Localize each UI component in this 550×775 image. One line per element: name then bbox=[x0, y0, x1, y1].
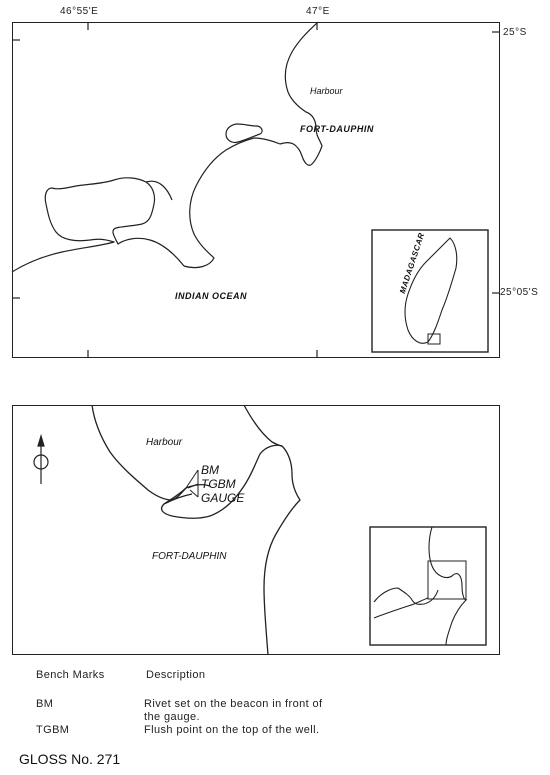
bottom-inset-frame bbox=[369, 526, 487, 646]
tgbm-label: TGBM bbox=[201, 477, 236, 491]
top-town-label: FORT-DAUPHIN bbox=[300, 124, 374, 134]
madagascar-location-box bbox=[427, 333, 441, 345]
table-row-description-cont: the gauge. bbox=[144, 711, 200, 723]
table-row-mark: BM bbox=[36, 698, 54, 710]
gauge-label: GAUGE bbox=[201, 491, 245, 505]
latitude-label-bottom: 25°05'S bbox=[500, 287, 539, 298]
longitude-label-right: 47°E bbox=[306, 6, 330, 17]
bottom-map-frame bbox=[12, 405, 500, 655]
table-row-description: Rivet set on the beacon in front of bbox=[144, 698, 323, 710]
ocean-label: INDIAN OCEAN bbox=[175, 291, 248, 301]
top-inset-frame bbox=[371, 229, 489, 353]
madagascar-outline bbox=[404, 237, 458, 344]
top-map-ticks bbox=[12, 22, 500, 358]
bottom-harbour-label: Harbour bbox=[146, 437, 183, 448]
top-map-frame bbox=[12, 22, 500, 358]
bottom-town-label: FORT-DAUPHIN bbox=[152, 551, 227, 562]
north-arrow-icon bbox=[33, 433, 49, 484]
table-header-description: Description bbox=[146, 669, 206, 681]
table-header-bench-marks: Bench Marks bbox=[36, 669, 105, 681]
table-row-description: Flush point on the top of the well. bbox=[144, 724, 320, 736]
top-map-coastline bbox=[11, 21, 500, 358]
top-harbour-label: Harbour bbox=[310, 86, 343, 96]
longitude-label-left: 46°55'E bbox=[60, 6, 99, 17]
bm-label: BM bbox=[201, 463, 219, 477]
table-row-mark: TGBM bbox=[36, 724, 70, 736]
bench-mark-leaders bbox=[185, 469, 199, 498]
latitude-label-top: 25°S bbox=[503, 27, 527, 38]
bottom-inset-coast bbox=[373, 526, 468, 646]
bottom-inset-location-box bbox=[427, 560, 467, 600]
gloss-number: GLOSS No. 271 bbox=[19, 751, 121, 767]
